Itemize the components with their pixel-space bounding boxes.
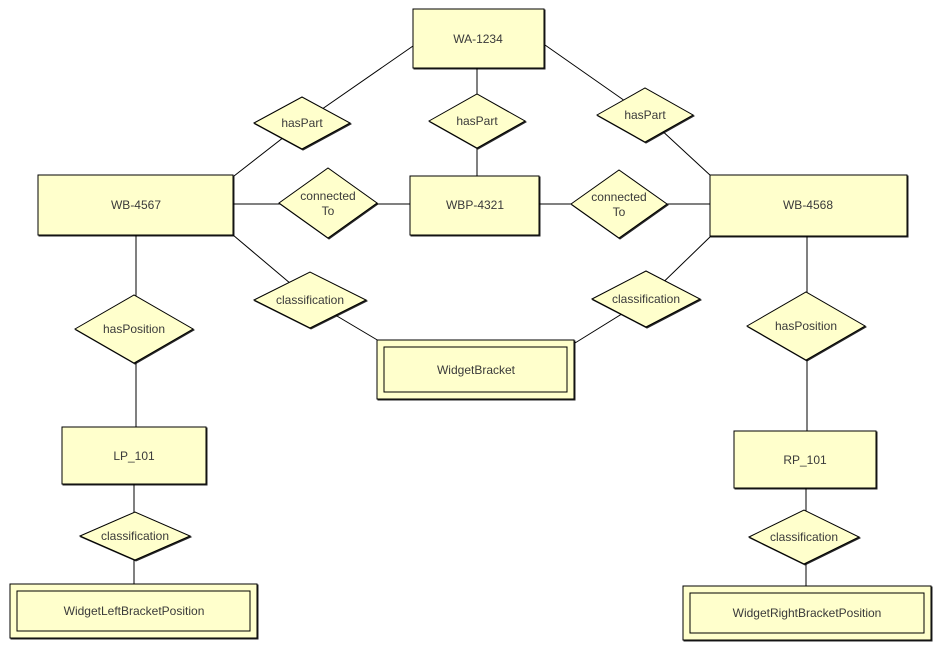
relation-label-classification-left: classification	[276, 293, 344, 307]
entity-node-wb-4567[interactable]	[37, 174, 234, 236]
relation-diamond-connectedto-right[interactable]	[570, 169, 668, 239]
class-node-wrbp-inner	[689, 592, 925, 634]
relation-label-haspart-left: hasPart	[281, 116, 323, 130]
relation-diamond-hasposition-right[interactable]	[745, 291, 867, 361]
relation-diamond-connectedto-left[interactable]	[278, 167, 378, 239]
class-layer	[9, 339, 932, 641]
relation-diamond-haspart-right[interactable]	[595, 87, 695, 143]
relation-label-haspart-right: hasPart	[624, 108, 666, 122]
relation-diamond-classification-bottom-right[interactable]	[747, 509, 861, 565]
relation-label-haspart-middle: hasPart	[456, 114, 498, 128]
relation-diamond-classification-bottom-left[interactable]	[78, 511, 192, 561]
entity-label-lp-101: LP_101	[113, 449, 155, 463]
relation-label-hasposition-right: hasPosition	[775, 319, 837, 333]
entity-label-wb-4568: WB-4568	[783, 198, 833, 212]
relation-diamond-classification-right[interactable]	[590, 270, 702, 328]
entity-layer	[37, 8, 908, 489]
relation-layer	[73, 87, 867, 565]
class-node-widget-bracket-inner	[383, 346, 568, 393]
class-label-widget-left-bracket-position: WidgetLeftBracketPosition	[64, 604, 205, 618]
relation-label-classification-right: classification	[612, 292, 680, 306]
label-layer: WA-1234 WB-4567 WBP-4321 WB-4568 LP_101 …	[64, 32, 882, 620]
class-node-widget-bracket[interactable]	[376, 339, 575, 400]
class-node-wrbp-outer[interactable]	[682, 585, 932, 641]
class-node-widget-right-bracket-position[interactable]	[682, 585, 932, 641]
relation-label-classification-bottom-right: classification	[770, 530, 838, 544]
entity-node-rp-101[interactable]	[733, 430, 877, 489]
relation-label-classification-bottom-left: classification	[101, 529, 169, 543]
entity-node-wa-1234[interactable]	[412, 8, 545, 69]
entity-label-wa-1234: WA-1234	[453, 32, 503, 46]
class-node-wlbp-outer[interactable]	[9, 583, 258, 639]
class-node-wlbp-inner	[16, 590, 251, 632]
entity-node-wb-4568[interactable]	[709, 174, 908, 237]
entity-label-wbp-4321: WBP-4321	[446, 198, 504, 212]
relation-label-connectedto-left-line1: connected	[300, 189, 355, 203]
relation-diamond-haspart-middle[interactable]	[427, 93, 527, 149]
relation-diamond-classification-left[interactable]	[252, 271, 368, 329]
class-node-widget-bracket-outer[interactable]	[376, 339, 575, 400]
relation-diamond-hasposition-left[interactable]	[73, 294, 195, 364]
entity-node-wbp-4321[interactable]	[409, 175, 540, 236]
entity-label-rp-101: RP_101	[783, 453, 827, 467]
relation-label-connectedto-right-line1: connected	[591, 190, 646, 204]
entity-node-lp-101[interactable]	[61, 426, 207, 485]
relation-label-connectedto-left-line2: To	[322, 204, 335, 218]
relation-label-hasposition-left: hasPosition	[103, 322, 165, 336]
class-label-widget-bracket: WidgetBracket	[437, 363, 516, 377]
class-node-widget-left-bracket-position[interactable]	[9, 583, 258, 639]
class-label-widget-right-bracket-position: WidgetRightBracketPosition	[733, 606, 882, 620]
relation-label-connectedto-right-line2: To	[613, 205, 626, 219]
entity-label-wb-4567: WB-4567	[111, 198, 161, 212]
relation-diamond-haspart-left[interactable]	[252, 96, 352, 150]
